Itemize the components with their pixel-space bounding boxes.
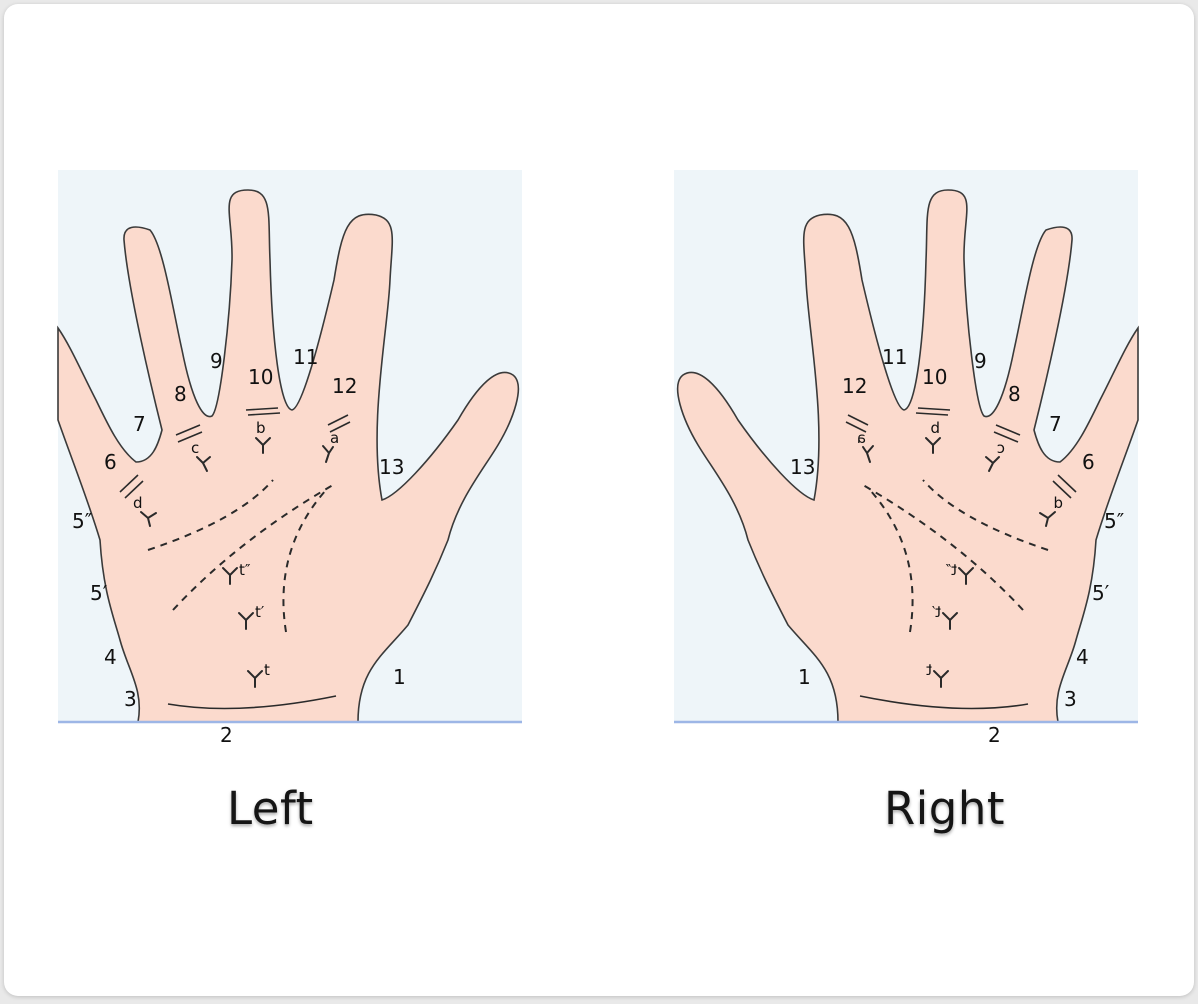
- caption-left: Left: [227, 782, 314, 835]
- caption-right: Right: [884, 782, 1005, 835]
- triradius-t-double-prime: t″: [945, 561, 974, 585]
- triradius-t: t: [926, 661, 949, 688]
- palm-crease-distal: [922, 479, 1049, 551]
- triradius-b: b: [245, 407, 281, 454]
- left-hand-panel: a b c d t″ t′: [57, 170, 522, 747]
- label-6: 6: [104, 450, 117, 474]
- triradius-a: a: [322, 414, 351, 463]
- diagram-card: a b c d t″ t′: [4, 4, 1194, 996]
- palm-crease-thenar: [282, 489, 327, 633]
- svg-text:c: c: [191, 439, 199, 457]
- label-5-prime: 5′: [90, 581, 108, 605]
- svg-text:d: d: [133, 494, 143, 512]
- svg-text:a: a: [857, 429, 866, 447]
- label-7: 7: [1049, 412, 1062, 436]
- label-11: 11: [882, 345, 907, 369]
- triradius-t-prime: t′: [238, 603, 265, 630]
- triradius-t-prime: t′: [931, 603, 958, 630]
- hand-outline: [57, 189, 520, 723]
- wrist-crease: [859, 695, 1029, 710]
- label-3: 3: [1064, 687, 1077, 711]
- palm-crease-distal: [147, 479, 274, 551]
- triradius-d: d: [119, 474, 157, 527]
- label-4: 4: [1076, 645, 1089, 669]
- label-5-double-prime: 5″: [72, 509, 92, 533]
- label-12: 12: [842, 374, 867, 398]
- label-5-double-prime: 5″: [1104, 509, 1124, 533]
- svg-text:b: b: [256, 419, 266, 437]
- svg-text:t″: t″: [239, 561, 251, 579]
- triradius-d: d: [1039, 474, 1077, 527]
- svg-text:t: t: [264, 661, 270, 679]
- svg-text:t″: t″: [945, 561, 957, 579]
- left-hand-diagram: a b c d t″ t′: [57, 170, 522, 747]
- label-13: 13: [379, 455, 404, 479]
- right-hand-diagram: a b c d t″: [674, 170, 1139, 747]
- label-6: 6: [1082, 450, 1095, 474]
- triradius-t: t: [247, 661, 270, 688]
- label-1: 1: [393, 665, 406, 689]
- triradius-c: c: [175, 424, 211, 472]
- label-9: 9: [210, 349, 223, 373]
- label-10: 10: [248, 365, 273, 389]
- triradius-t-double-prime: t″: [222, 561, 251, 585]
- label-10: 10: [922, 365, 947, 389]
- label-13: 13: [790, 455, 815, 479]
- label-5-prime: 5′: [1092, 581, 1110, 605]
- right-hand-panel: a b c d t″: [674, 170, 1139, 747]
- label-8: 8: [1008, 382, 1021, 406]
- svg-text:c: c: [997, 439, 1005, 457]
- hand-outline: [676, 189, 1139, 723]
- svg-text:t: t: [926, 661, 932, 679]
- palm-crease-thenar: [869, 489, 914, 633]
- label-4: 4: [104, 645, 117, 669]
- label-2: 2: [220, 723, 233, 747]
- svg-text:t′: t′: [931, 603, 941, 621]
- wrist-crease: [167, 695, 337, 710]
- svg-text:b: b: [930, 419, 940, 437]
- triradius-c: c: [985, 424, 1021, 472]
- label-8: 8: [174, 382, 187, 406]
- svg-text:t′: t′: [255, 603, 265, 621]
- label-11: 11: [293, 345, 318, 369]
- triradius-a: a: [845, 414, 874, 463]
- label-3: 3: [124, 687, 137, 711]
- label-9: 9: [974, 349, 987, 373]
- triradius-b: b: [915, 407, 951, 454]
- label-2: 2: [988, 723, 1001, 747]
- svg-text:d: d: [1053, 494, 1063, 512]
- svg-text:a: a: [330, 429, 339, 447]
- label-7: 7: [133, 412, 146, 436]
- label-12: 12: [332, 374, 357, 398]
- label-1: 1: [798, 665, 811, 689]
